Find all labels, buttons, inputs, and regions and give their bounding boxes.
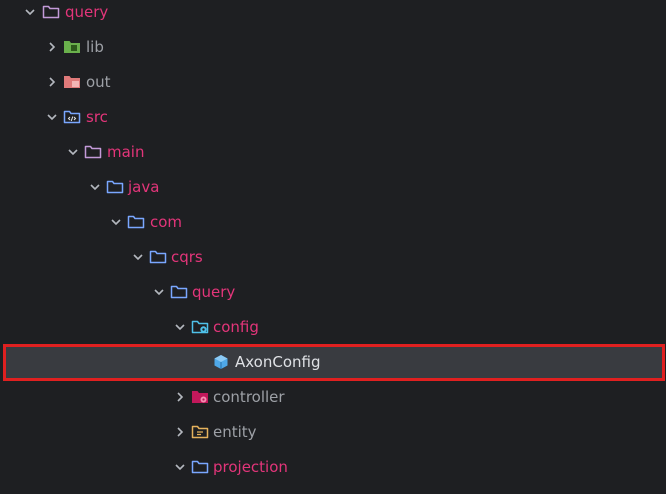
tree-item-label: com (150, 213, 183, 231)
chevron-down-icon[interactable] (173, 460, 187, 474)
tree-item-config[interactable]: config (0, 310, 666, 345)
tree-item-label: cqrs (171, 248, 203, 266)
tree-item-label: src (86, 108, 108, 126)
tree-item-query[interactable]: query (0, 275, 666, 310)
tree-item-label: projection (213, 458, 288, 476)
tree-item-label: config (213, 318, 259, 336)
chevron-right-icon[interactable] (45, 40, 59, 54)
entity-folder-icon (191, 425, 209, 439)
folder-icon (84, 145, 102, 159)
tree-item-src[interactable]: src (0, 100, 666, 135)
folder-icon (106, 180, 124, 194)
tree-item-entity[interactable]: entity (0, 415, 666, 450)
chevron-right-icon[interactable] (173, 425, 187, 439)
tree-item-com[interactable]: com (0, 205, 666, 240)
tree-item-label: AxonConfig (235, 353, 321, 371)
tree-item-label: java (128, 178, 160, 196)
folder-icon (191, 460, 209, 474)
tree-item-main[interactable]: main (0, 135, 666, 170)
excluded-folder-icon (64, 76, 80, 88)
cube-icon (214, 355, 228, 369)
tree-item-query-root[interactable]: query (0, 0, 666, 30)
controller-folder-icon (192, 391, 208, 403)
chevron-down-icon[interactable] (45, 110, 59, 124)
tree-item-cqrs[interactable]: cqrs (0, 240, 666, 275)
chevron-right-icon[interactable] (45, 75, 59, 89)
tree-item-label: query (192, 283, 236, 301)
chevron-down-icon[interactable] (109, 215, 123, 229)
tree-item-lib[interactable]: lib (0, 30, 666, 65)
chevron-down-icon[interactable] (173, 320, 187, 334)
library-folder-icon (64, 41, 80, 53)
tree-item-label: entity (213, 423, 257, 441)
tree-item-java[interactable]: java (0, 170, 666, 205)
folder-icon (42, 5, 60, 19)
chevron-down-icon[interactable] (88, 180, 102, 194)
tree-item-label: lib (86, 38, 104, 56)
tree-item-label: controller (213, 388, 285, 406)
tree-item-axonconfig[interactable]: AxonConfig (0, 345, 666, 380)
tree-item-label: out (86, 73, 111, 91)
config-folder-icon (191, 320, 209, 334)
chevron-down-icon[interactable] (23, 5, 37, 19)
tree-item-label: main (107, 143, 145, 161)
chevron-down-icon[interactable] (66, 145, 80, 159)
chevron-down-icon[interactable] (131, 250, 145, 264)
tree-item-out[interactable]: out (0, 65, 666, 100)
chevron-down-icon[interactable] (152, 285, 166, 299)
chevron-right-icon[interactable] (173, 390, 187, 404)
tree-item-projection[interactable]: projection (0, 450, 666, 485)
selected-row-highlight (3, 344, 665, 381)
folder-icon (149, 250, 167, 264)
tree-item-label: query (65, 3, 109, 21)
folder-icon (127, 215, 145, 229)
tree-item-controller[interactable]: controller (0, 380, 666, 415)
source-folder-icon (63, 110, 81, 124)
folder-icon (170, 285, 188, 299)
